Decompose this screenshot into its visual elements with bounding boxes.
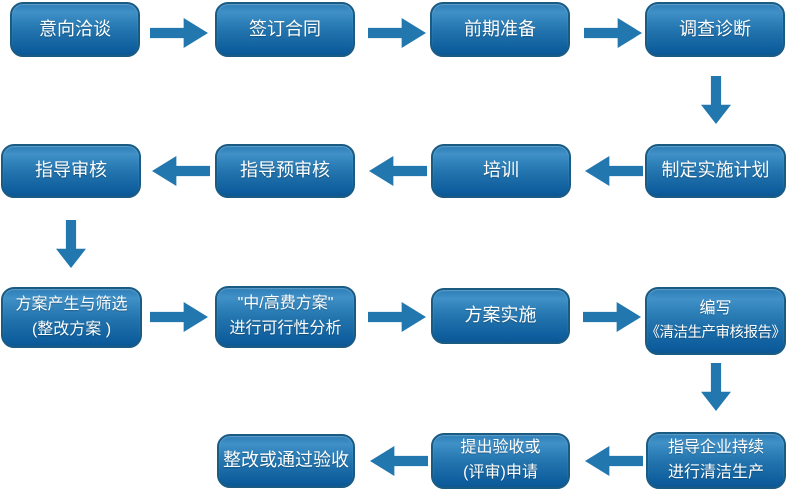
flow-node-guide-pre-audit: 指导预审核 <box>215 144 355 198</box>
arrow-right-icon <box>150 302 208 332</box>
node-label: 制定实施计划 <box>661 160 770 181</box>
node-label: 整改或通过验收 <box>223 450 349 471</box>
arrow-down-icon <box>56 220 86 268</box>
flow-node-sign-contract: 签订合同 <box>215 2 355 57</box>
flow-node-training: 培训 <box>431 144 571 198</box>
node-label-line1: "中/高费方案" <box>237 295 334 313</box>
arrow-left-icon <box>369 156 427 186</box>
node-label-line2: (整改方案 ) <box>31 320 112 338</box>
flow-node-make-implementation-plan: 制定实施计划 <box>645 144 786 198</box>
flow-node-guide-continuous-cleaner-production: 指导企业持续 进行清洁生产 <box>646 432 786 489</box>
flow-node-rectify-or-pass-acceptance: 整改或通过验收 <box>217 434 355 488</box>
node-label-line1: 方案产生与筛选 <box>15 295 128 313</box>
arrow-right-icon <box>368 302 426 332</box>
node-label: 调查诊断 <box>679 18 751 39</box>
node-label-line1: 指导企业持续 <box>667 438 764 456</box>
flow-node-investigation-diagnosis: 调查诊断 <box>645 2 785 57</box>
arrow-left-icon <box>585 156 643 186</box>
node-label-line1: 提出验收或 <box>460 439 541 457</box>
node-label: 指导预审核 <box>240 160 330 181</box>
node-label-line2: 进行清洁生产 <box>667 463 764 481</box>
node-label: 意向洽谈 <box>39 18 111 39</box>
flow-node-apply-for-acceptance: 提出验收或 (评审)申请 <box>431 433 570 489</box>
arrow-left-icon <box>585 446 643 476</box>
flow-node-preliminary-preparation: 前期准备 <box>430 2 570 57</box>
node-label: 前期准备 <box>464 18 536 39</box>
arrow-left-icon <box>152 156 210 186</box>
flow-node-intent-negotiation: 意向洽谈 <box>10 2 140 57</box>
node-label: 指导审核 <box>35 160 107 181</box>
arrow-down-icon <box>701 76 731 124</box>
node-label-line2: 进行可行性分析 <box>229 320 342 337</box>
flow-node-scheme-implementation: 方案实施 <box>431 288 570 344</box>
node-label: 培训 <box>483 160 519 181</box>
node-label-line2: (评审)申请 <box>463 464 538 481</box>
flow-node-guide-audit: 指导审核 <box>1 144 141 198</box>
flow-node-scheme-generation-screening: 方案产生与筛选 (整改方案 ) <box>1 287 142 348</box>
node-label: 方案实施 <box>464 305 537 326</box>
flow-node-write-audit-report: 编写 《清洁生产审核报告》 <box>645 287 786 355</box>
arrow-down-icon <box>701 363 731 411</box>
node-label: 签订合同 <box>249 18 321 39</box>
node-label-line2: 《清洁生产审核报告》 <box>645 325 786 342</box>
node-label-line1: 编写 <box>699 300 732 318</box>
arrow-right-icon <box>368 18 426 48</box>
arrow-right-icon <box>583 302 641 332</box>
arrow-right-icon <box>150 18 208 48</box>
flow-node-feasibility-analysis: "中/高费方案" 进行可行性分析 <box>215 286 356 348</box>
arrow-left-icon <box>370 446 428 476</box>
arrow-right-icon <box>584 18 642 48</box>
